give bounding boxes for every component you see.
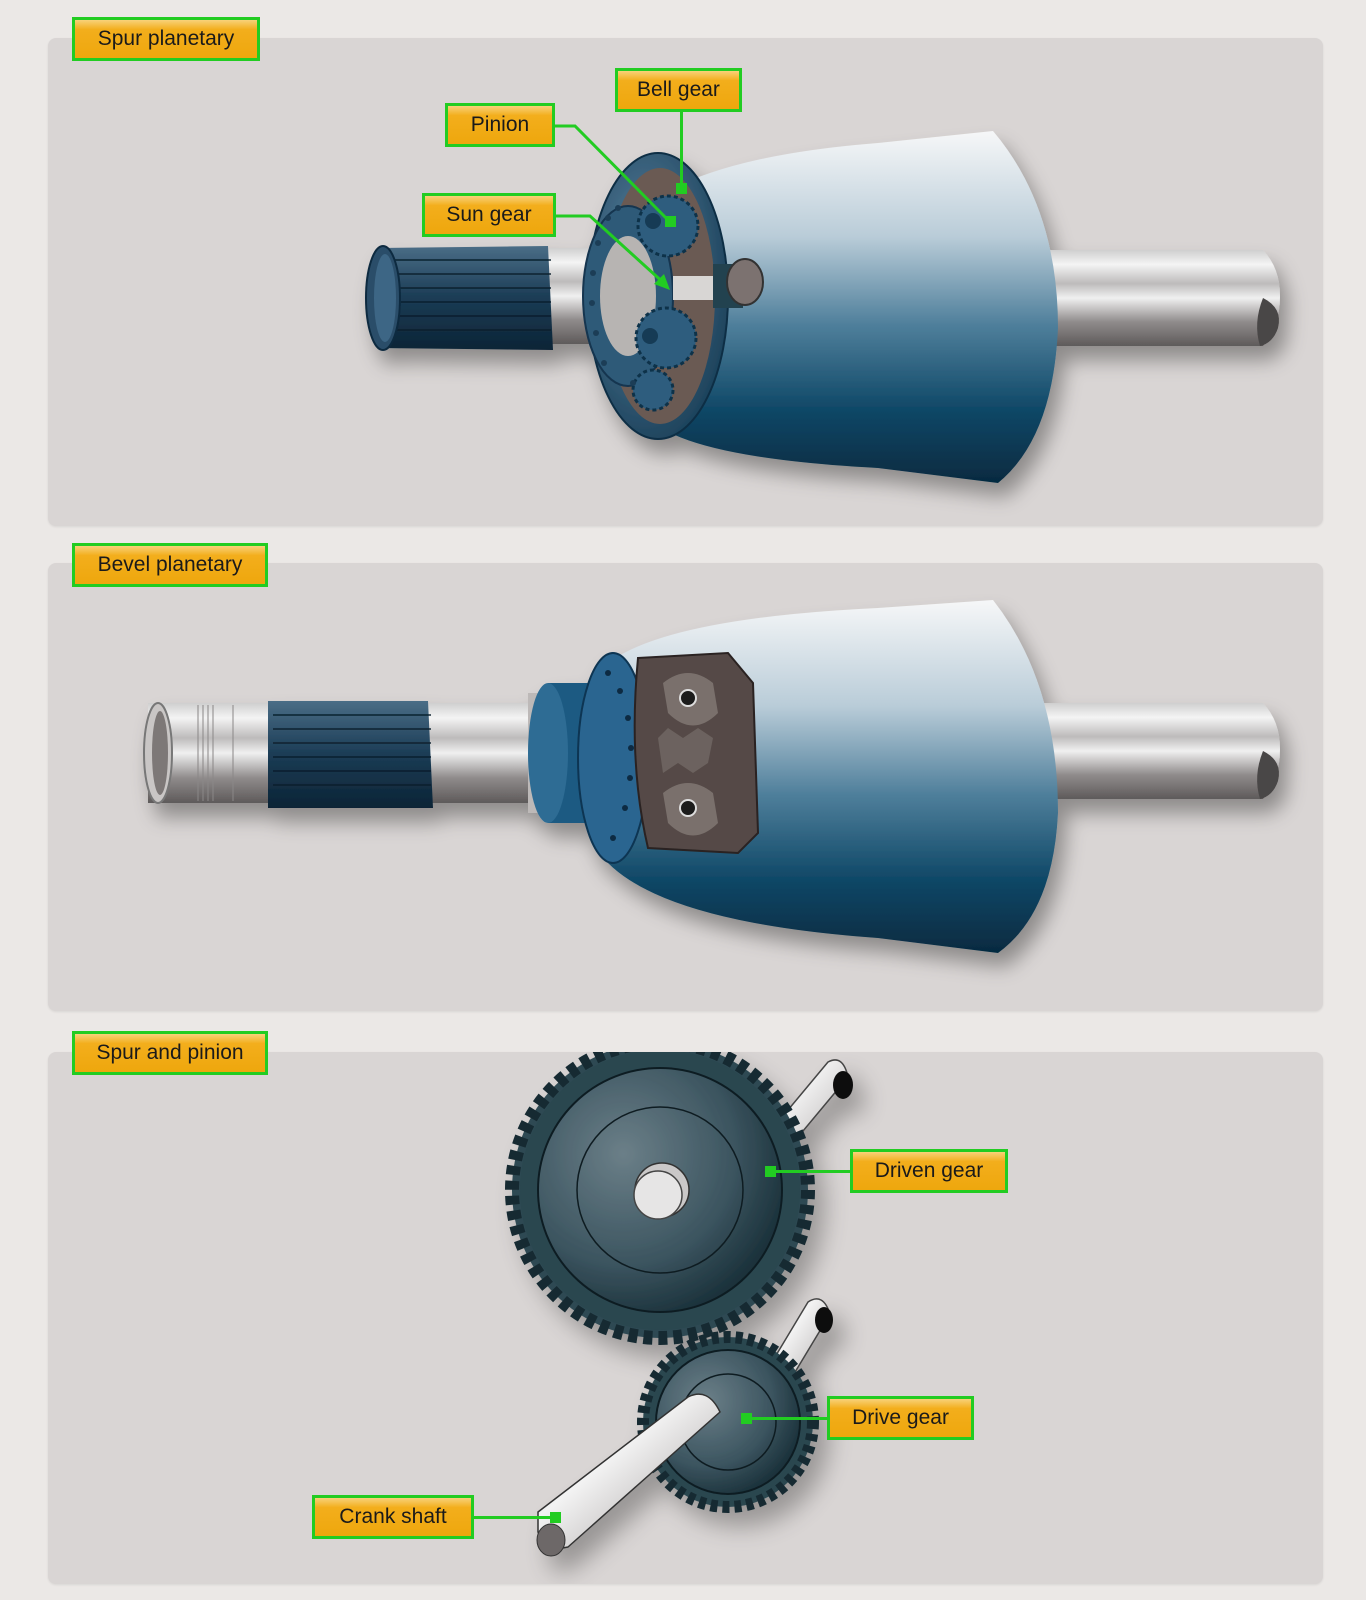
leader-driven-gear bbox=[772, 1170, 852, 1173]
callout-driven-gear: Driven gear bbox=[850, 1149, 1008, 1193]
anchor-bell-gear bbox=[676, 183, 687, 194]
anchor-drive-gear bbox=[741, 1413, 752, 1424]
leader-drive-gear bbox=[748, 1417, 830, 1420]
title-spur-and-pinion: Spur and pinion bbox=[72, 1031, 268, 1075]
bevel-planetary-illustration bbox=[143, 600, 1280, 953]
title-bevel-planetary: Bevel planetary bbox=[72, 543, 268, 587]
callout-crank-shaft: Crank shaft bbox=[312, 1495, 474, 1539]
callout-bell-gear: Bell gear bbox=[615, 68, 742, 112]
panel-spur-planetary bbox=[48, 38, 1323, 526]
spur-and-pinion-illustration bbox=[505, 1052, 853, 1557]
leader-crank-shaft bbox=[472, 1516, 552, 1519]
panel-spur-and-pinion bbox=[48, 1052, 1323, 1584]
spur-planetary-illustration bbox=[365, 131, 1280, 483]
anchor-crank-shaft bbox=[550, 1512, 561, 1523]
anchor-pinion bbox=[665, 216, 676, 227]
title-spur-planetary: Spur planetary bbox=[72, 17, 260, 61]
anchor-driven-gear bbox=[765, 1166, 776, 1177]
callout-pinion: Pinion bbox=[445, 103, 555, 147]
callout-sun-gear: Sun gear bbox=[422, 193, 556, 237]
callout-drive-gear: Drive gear bbox=[827, 1396, 974, 1440]
leader-bell-gear bbox=[680, 110, 683, 188]
leader-pinion bbox=[554, 124, 672, 290]
panel-bevel-planetary bbox=[48, 563, 1323, 1011]
